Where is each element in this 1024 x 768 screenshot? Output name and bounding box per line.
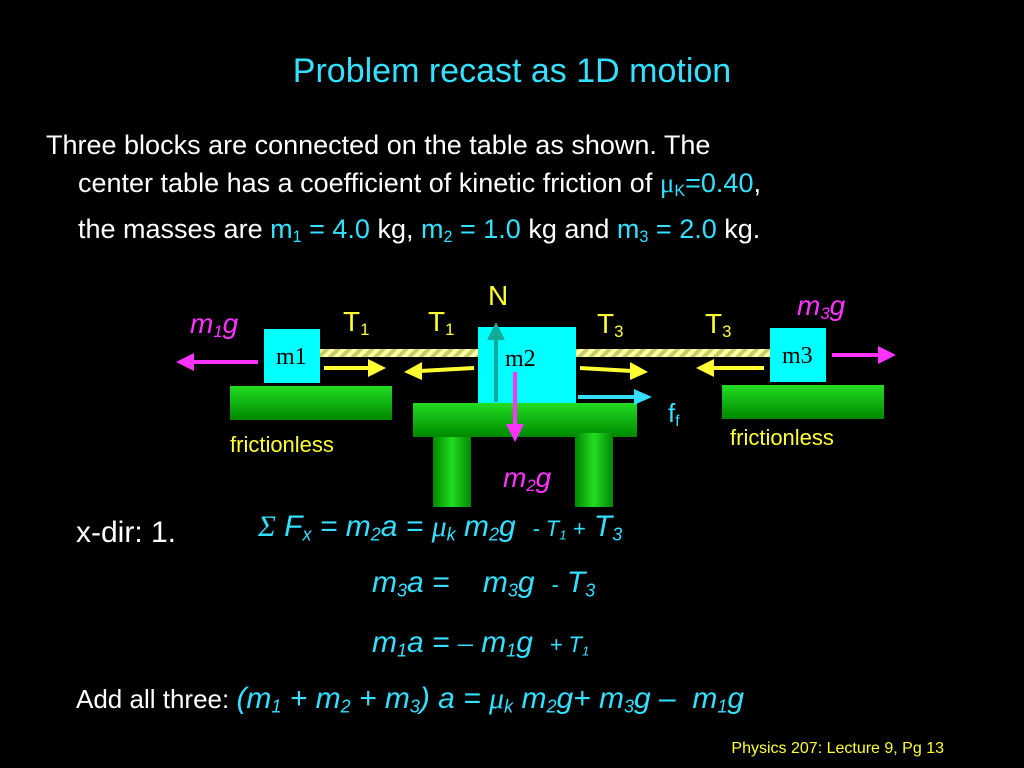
frictionless-right-label: frictionless <box>730 425 834 450</box>
center-table-top <box>413 403 637 437</box>
center-table-leg-right <box>575 433 613 507</box>
t3-label-right: T3 <box>705 308 732 342</box>
equation-1: Σ Fx = m2a = μk m2g - T1 + T3 <box>258 510 623 545</box>
problem-statement: Three blocks are connected on the table … <box>46 126 976 256</box>
equation-2: m3a = m3g - T3 <box>372 566 596 601</box>
t1-label-right: T1 <box>428 306 455 340</box>
t1-label-left: T1 <box>343 306 370 340</box>
block-m2-label: m2 <box>505 346 536 372</box>
m1g-label: m1g <box>190 308 239 342</box>
t3-arrow-right <box>579 366 633 373</box>
frictionless-left-label: frictionless <box>230 432 334 457</box>
statement-line-2: center table has a coefficient of kineti… <box>78 168 761 201</box>
block-m3 <box>770 328 826 382</box>
slide-footer: Physics 207: Lecture 9, Pg 13 <box>731 740 944 757</box>
block-m3-label: m3 <box>782 343 813 369</box>
t3-label-left: T3 <box>597 308 624 342</box>
equation-3: m1a = – m1g + T1 <box>372 626 590 661</box>
left-table <box>230 386 392 420</box>
block-m1-label: m1 <box>276 344 307 370</box>
t1-arrow-left <box>419 366 475 373</box>
m2g-label: m2g <box>503 462 552 496</box>
add-all-line: Add all three: (m1 + m2 + m3) a = μk m2g… <box>76 682 745 717</box>
slide-title: Problem recast as 1D motion <box>292 52 732 90</box>
block-m1 <box>264 329 320 383</box>
statement-line-1: Three blocks are connected on the table … <box>46 130 711 160</box>
statement-line-3: the masses are m1 = 4.0 kg, m2 = 1.0 kg … <box>78 214 761 247</box>
m3g-label: m3g <box>797 290 846 324</box>
center-table-leg-left <box>433 437 471 507</box>
friction-force-label: ff <box>668 398 680 430</box>
normal-force-label: N <box>488 280 509 311</box>
right-table <box>722 385 884 419</box>
xdir-label: x-dir: 1. <box>76 516 177 549</box>
